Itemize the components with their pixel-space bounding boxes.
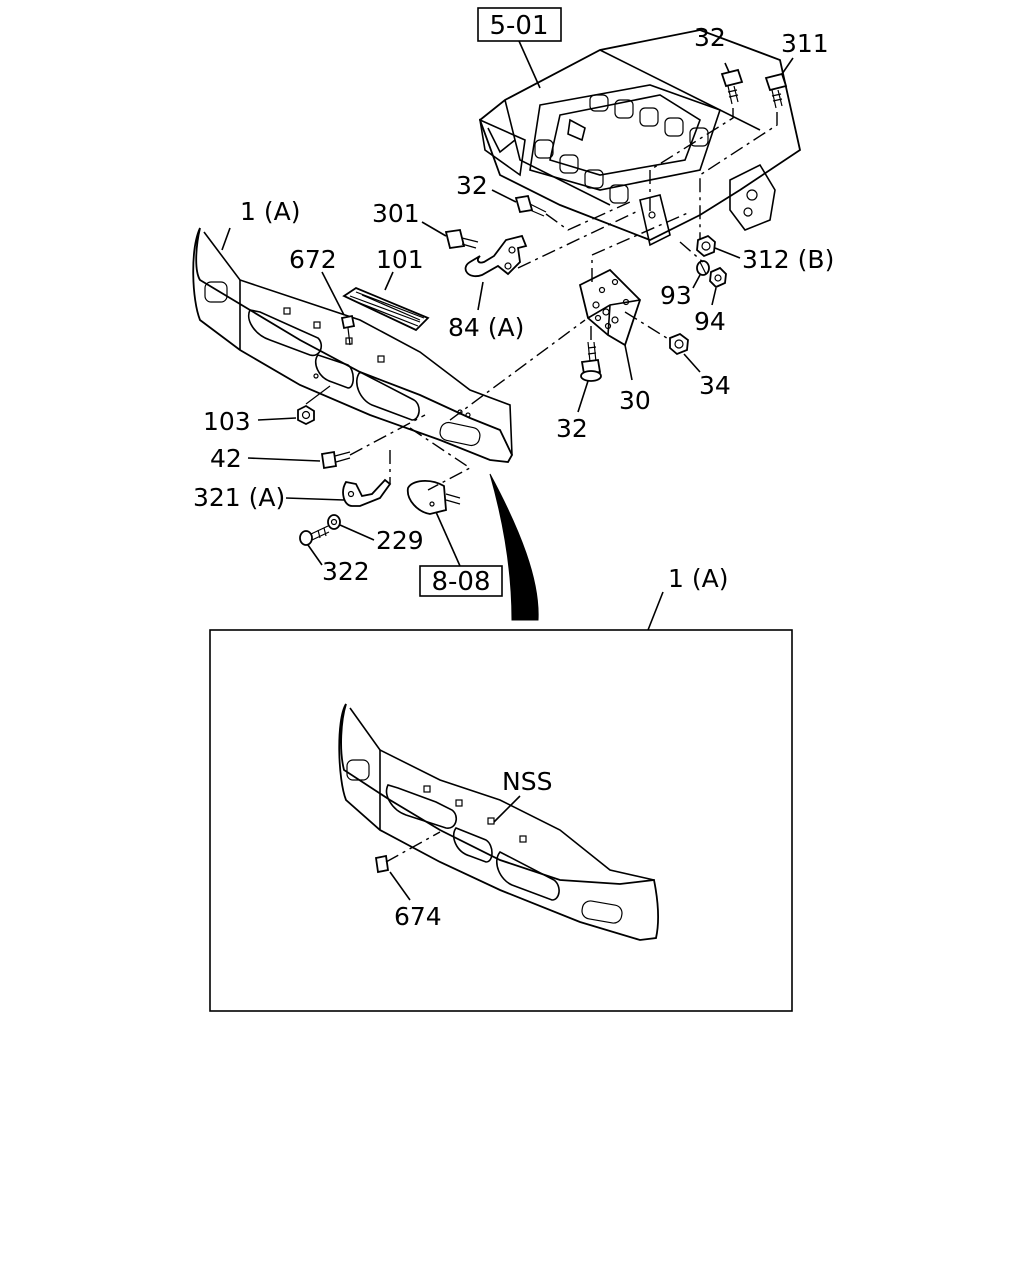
bolt-301[interactable] <box>444 228 479 250</box>
clip-672[interactable] <box>340 314 356 346</box>
bolt-322[interactable] <box>299 525 330 546</box>
callout-labels: 32 311 32 301 1 (A) 672 101 84 (A) 312 (… <box>193 23 834 931</box>
ref-box-8-08[interactable]: 8-08 <box>419 565 503 597</box>
ref-label-5-01: 5-01 <box>489 11 548 41</box>
washer-229[interactable] <box>327 514 341 530</box>
nut-312b[interactable] <box>696 234 716 258</box>
bracket-30[interactable] <box>578 268 642 347</box>
label-312b: 312 (B) <box>742 245 834 274</box>
grille-101[interactable] <box>342 286 430 332</box>
nut-103[interactable] <box>297 404 315 426</box>
ref-box-5-01[interactable]: 5-01 <box>477 7 562 42</box>
chassis-frame <box>478 29 802 247</box>
bolt-32-top[interactable] <box>720 68 744 105</box>
label-32-top: 32 <box>694 23 726 52</box>
arrow-to-inset <box>489 473 539 621</box>
label-301: 301 <box>372 199 420 228</box>
bracket-321a[interactable] <box>342 478 392 507</box>
label-311: 311 <box>781 29 829 58</box>
label-103: 103 <box>203 407 251 436</box>
tow-hook-84a[interactable] <box>464 234 528 278</box>
label-32-low: 32 <box>556 414 588 443</box>
label-674: 674 <box>394 902 442 931</box>
washer-93[interactable] <box>696 260 710 276</box>
bumper-main[interactable] <box>192 227 514 463</box>
label-229: 229 <box>376 526 424 555</box>
bolt-42[interactable] <box>320 450 351 470</box>
nut-94[interactable] <box>709 266 727 289</box>
inset-frame <box>209 629 793 1012</box>
clip-674[interactable] <box>374 854 390 874</box>
bolt-311[interactable] <box>764 72 788 109</box>
label-1a: 1 (A) <box>240 197 300 226</box>
label-321a: 321 (A) <box>193 483 285 512</box>
nut-34[interactable] <box>669 332 689 356</box>
corner-part-808[interactable] <box>406 480 461 515</box>
label-94: 94 <box>694 307 726 336</box>
label-42: 42 <box>210 444 242 473</box>
bolt-32-mid[interactable] <box>514 194 547 217</box>
label-93: 93 <box>660 281 692 310</box>
label-34: 34 <box>699 371 731 400</box>
ref-label-8-08: 8-08 <box>431 567 490 597</box>
label-1a-inset: 1 (A) <box>668 564 728 593</box>
label-nss: NSS <box>502 767 552 796</box>
label-84a: 84 (A) <box>448 313 524 342</box>
bolt-32-low[interactable] <box>580 341 602 382</box>
label-30: 30 <box>619 386 651 415</box>
label-322: 322 <box>322 557 370 586</box>
bumper-inset[interactable] <box>338 703 660 941</box>
label-672: 672 <box>289 245 337 274</box>
label-32-mid: 32 <box>456 171 488 200</box>
label-101: 101 <box>376 245 424 274</box>
